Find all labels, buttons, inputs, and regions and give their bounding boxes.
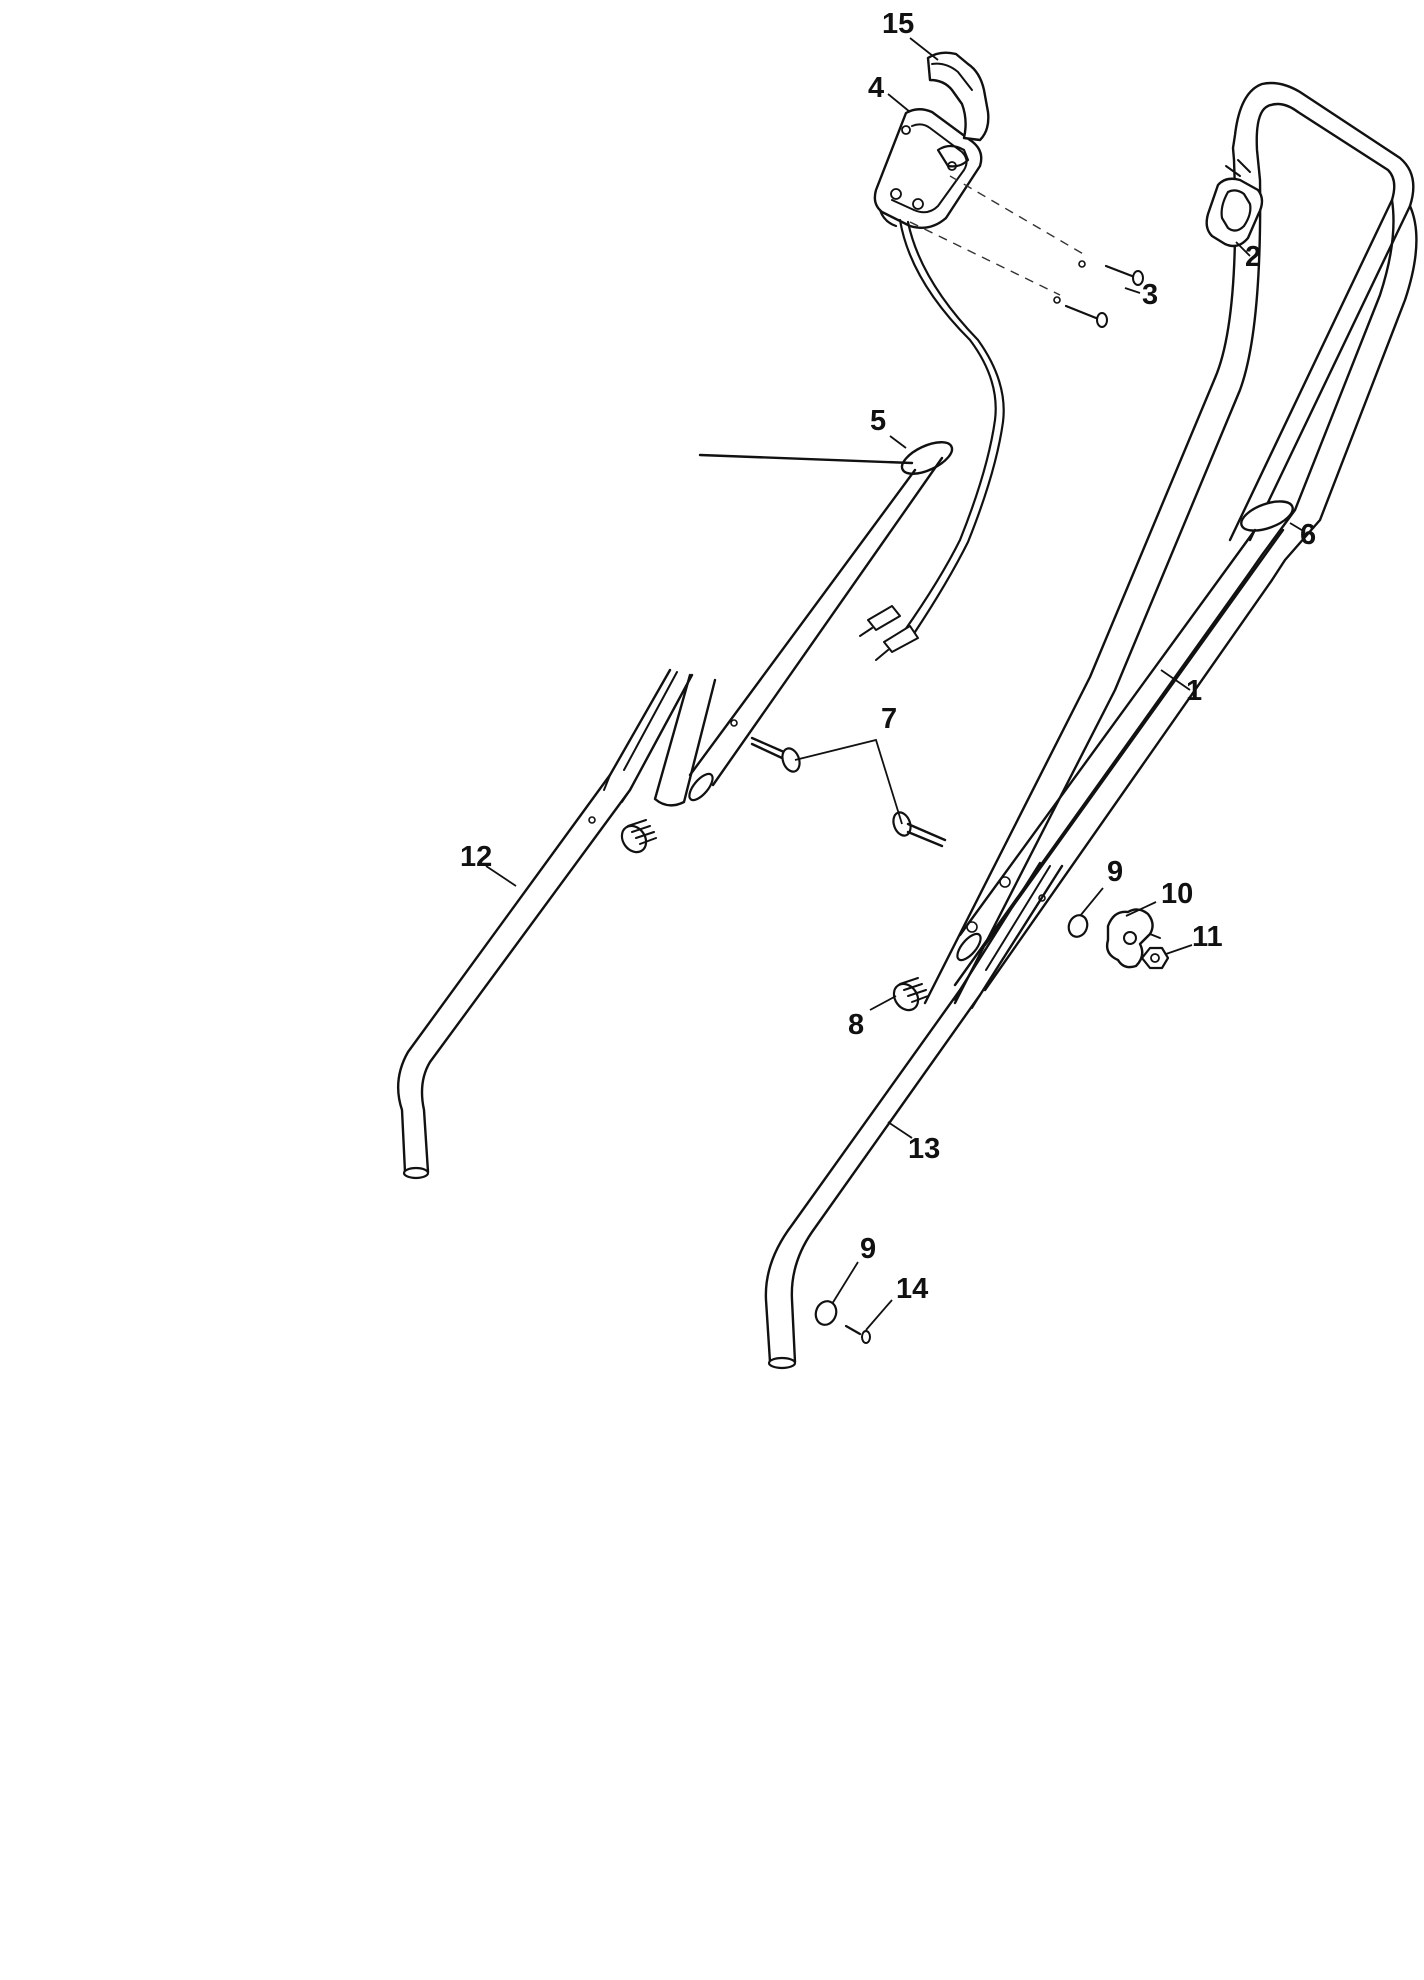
- label-part-14: 14: [896, 1273, 928, 1305]
- switch-lever-part-15: [926, 51, 990, 142]
- washer-part-9-lower: [814, 1300, 838, 1326]
- lower-tube-right-part-13: [764, 861, 1064, 1370]
- bolts-part-7: [750, 736, 947, 848]
- plug-part-8: [620, 819, 929, 1012]
- switch-cable: [859, 218, 1005, 661]
- label-part-8: 8: [848, 1009, 864, 1041]
- label-part-6: 6: [1300, 519, 1316, 551]
- label-part-9-upper: 9: [1107, 856, 1123, 888]
- switch-box-part-4: [873, 108, 983, 229]
- upper-handle-part-1: [653, 81, 1418, 1005]
- label-part-3: 3: [1142, 279, 1158, 311]
- label-part-15: 15: [882, 8, 914, 40]
- washer-part-9-upper: [1067, 914, 1089, 938]
- label-part-13: 13: [908, 1133, 940, 1165]
- label-part-11: 11: [1192, 921, 1223, 953]
- nut-part-11: [1140, 946, 1170, 970]
- cable-clip-part-2: [1205, 159, 1264, 248]
- label-part-10: 10: [1161, 878, 1193, 910]
- knob-part-10: [1105, 908, 1161, 969]
- leader-lines: [485, 37, 1306, 1331]
- screw-part-14: [844, 1324, 871, 1344]
- screws-part-3: [1064, 264, 1144, 328]
- label-part-5: 5: [870, 405, 886, 437]
- label-part-2: 2: [1245, 241, 1261, 273]
- part-labels: 15 4 2 3 5 6 1 7 12 9 10 11 8 13 9 14: [460, 8, 1316, 1305]
- label-part-1: 1: [1186, 675, 1202, 707]
- label-part-7: 7: [881, 703, 897, 735]
- lower-tube-left-part-12: [396, 668, 694, 1180]
- label-part-12: 12: [460, 841, 492, 873]
- label-part-4: 4: [868, 72, 884, 104]
- label-part-9-lower: 9: [860, 1233, 876, 1265]
